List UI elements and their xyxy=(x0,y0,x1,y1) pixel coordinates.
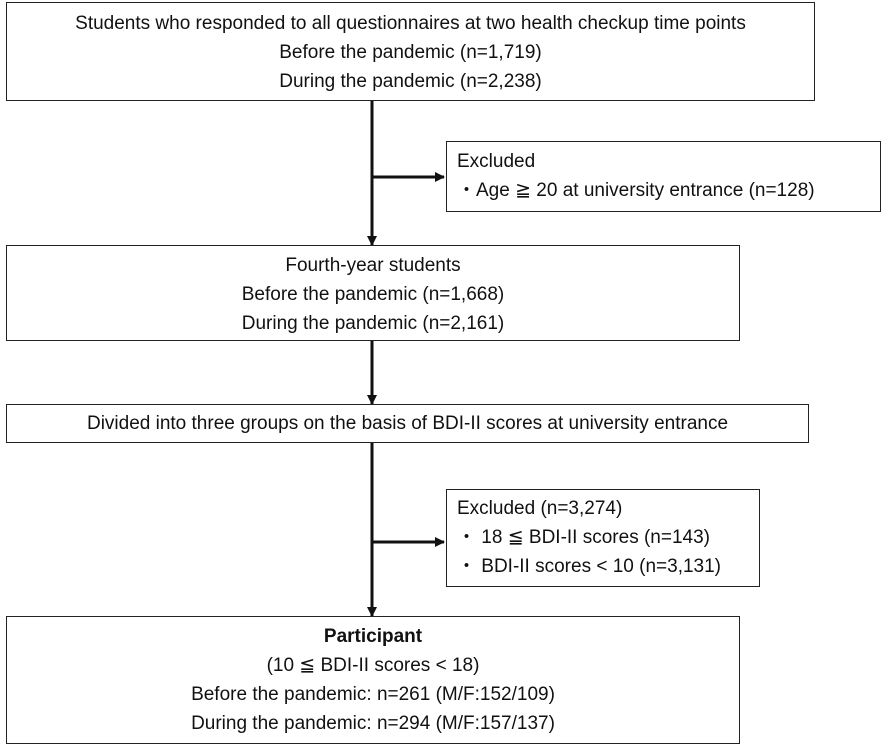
box4-before: Before the pandemic: n=261 (M/F:152/109) xyxy=(191,684,555,705)
box-divided-groups: Divided into three groups on the basis o… xyxy=(6,404,809,443)
box-participants: Participant (10 ≦ BDI-II scores < 18) Be… xyxy=(6,616,740,744)
box2-during: During the pandemic (n=2,161) xyxy=(241,313,505,334)
box3-title: Divided into three groups on the basis o… xyxy=(86,413,729,434)
box2-before: Before the pandemic (n=1,668) xyxy=(241,284,505,305)
exclusion1-item: ・Age ≧ 20 at university entrance (n=128) xyxy=(457,180,815,201)
box2-title: Fourth-year students xyxy=(285,255,461,276)
exclusion2-item-low: ・ BDI-II scores < 10 (n=3,131) xyxy=(457,556,722,577)
box4-during: During the pandemic: n=294 (M/F:157/137) xyxy=(191,713,555,734)
box-fourth-year: Fourth-year students Before the pandemic… xyxy=(6,245,740,341)
box1-title: Students who responded to all questionna… xyxy=(75,13,746,34)
box4-range: (10 ≦ BDI-II scores < 18) xyxy=(266,655,480,676)
box-exclusion-bdi: Excluded (n=3,274) ・ 18 ≦ BDI-II scores … xyxy=(446,489,760,587)
exclusion2-title: Excluded (n=3,274) xyxy=(457,498,623,519)
box1-during: During the pandemic (n=2,238) xyxy=(279,71,542,92)
exclusion1-title: Excluded xyxy=(457,151,536,172)
box4-title: Participant xyxy=(323,626,423,647)
box-exclusion-age: Excluded ・Age ≧ 20 at university entranc… xyxy=(446,141,881,212)
box-initial-respondents: Students who responded to all questionna… xyxy=(6,2,815,101)
exclusion2-item-high: ・ 18 ≦ BDI-II scores (n=143) xyxy=(457,527,710,548)
box1-before: Before the pandemic (n=1,719) xyxy=(279,42,542,63)
